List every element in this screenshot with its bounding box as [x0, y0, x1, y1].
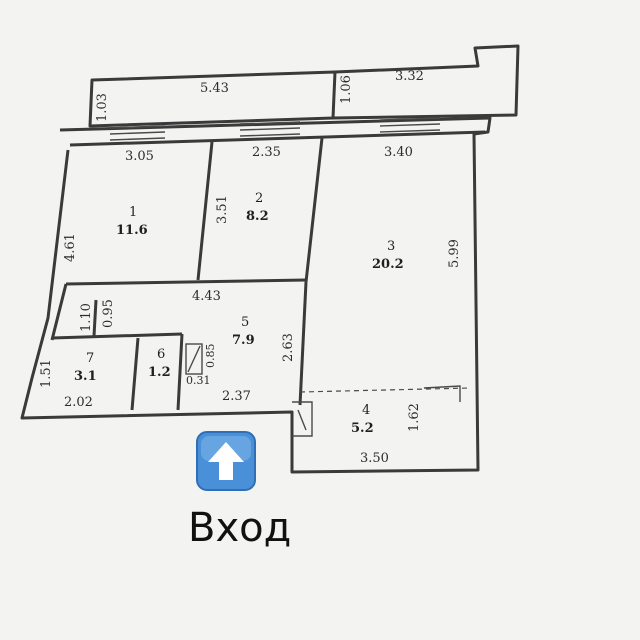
corridor-dim-a: 1.10	[79, 303, 94, 332]
room6-number: 6	[157, 347, 165, 362]
room2-width: 2.35	[252, 145, 281, 160]
entrance-door-swing	[297, 409, 307, 431]
room6-dim-a: 0.85	[204, 344, 217, 369]
room1-length: 4.61	[63, 233, 78, 262]
room5-number: 5	[241, 315, 249, 330]
room5-length: 2.63	[281, 333, 296, 362]
room5-width: 4.43	[192, 289, 221, 304]
room5-area: 7.9	[232, 333, 255, 348]
outer-wall	[20, 116, 492, 474]
room7-area: 3.1	[74, 369, 97, 384]
room2-number: 2	[255, 191, 263, 206]
room2-length: 3.51	[215, 195, 230, 224]
wall-room7-room6	[130, 337, 140, 411]
room7-width: 2.02	[64, 395, 93, 410]
wall-room5-room3	[298, 281, 308, 406]
room6-area: 1.2	[148, 365, 171, 380]
up-arrow-icon	[196, 431, 256, 491]
wall-room7-top	[51, 332, 183, 340]
wall-room1-room2	[196, 141, 214, 281]
room4-closet	[423, 385, 461, 402]
room5-bottom: 2.37	[222, 389, 251, 404]
wall-room6-room5	[176, 333, 184, 411]
balcony-left-width: 5.43	[200, 81, 229, 96]
room4-dashed-divider	[299, 387, 471, 393]
entrance-label: Вход	[188, 505, 292, 551]
balcony-right-outline	[332, 44, 520, 120]
room1-number: 1	[129, 205, 137, 220]
room1-width: 3.05	[125, 149, 154, 164]
room4-width: 3.50	[360, 451, 389, 466]
vent-shaft-diagonal	[187, 345, 201, 373]
corridor-dim-b: 0.95	[101, 299, 116, 328]
room3-length: 5.99	[447, 239, 462, 268]
room4-number: 4	[362, 403, 370, 418]
balcony-right-depth: 1.06	[339, 75, 354, 104]
windows	[109, 117, 441, 141]
entrance-door	[292, 401, 313, 437]
vent-shaft	[185, 343, 203, 375]
balcony-right-width: 3.32	[395, 69, 424, 84]
room4-length: 1.62	[407, 403, 422, 432]
wall-room2-room3	[304, 137, 324, 283]
balcony-left-depth: 1.03	[95, 93, 110, 122]
room3-area: 20.2	[372, 257, 404, 272]
room3-number: 3	[387, 239, 395, 254]
room1-area: 11.6	[116, 223, 148, 238]
room7-number: 7	[86, 351, 94, 366]
room3-width: 3.40	[384, 145, 413, 160]
corridor-stub-wall	[92, 299, 98, 337]
corridor-left-wall	[50, 283, 68, 341]
room2-area: 8.2	[246, 209, 269, 224]
room7-length: 1.51	[39, 359, 54, 388]
inner-top-wall	[69, 130, 486, 147]
wall-rooms-corridor	[65, 278, 307, 286]
room6-dim-b: 0.31	[186, 374, 211, 387]
room4-area: 5.2	[351, 421, 374, 436]
